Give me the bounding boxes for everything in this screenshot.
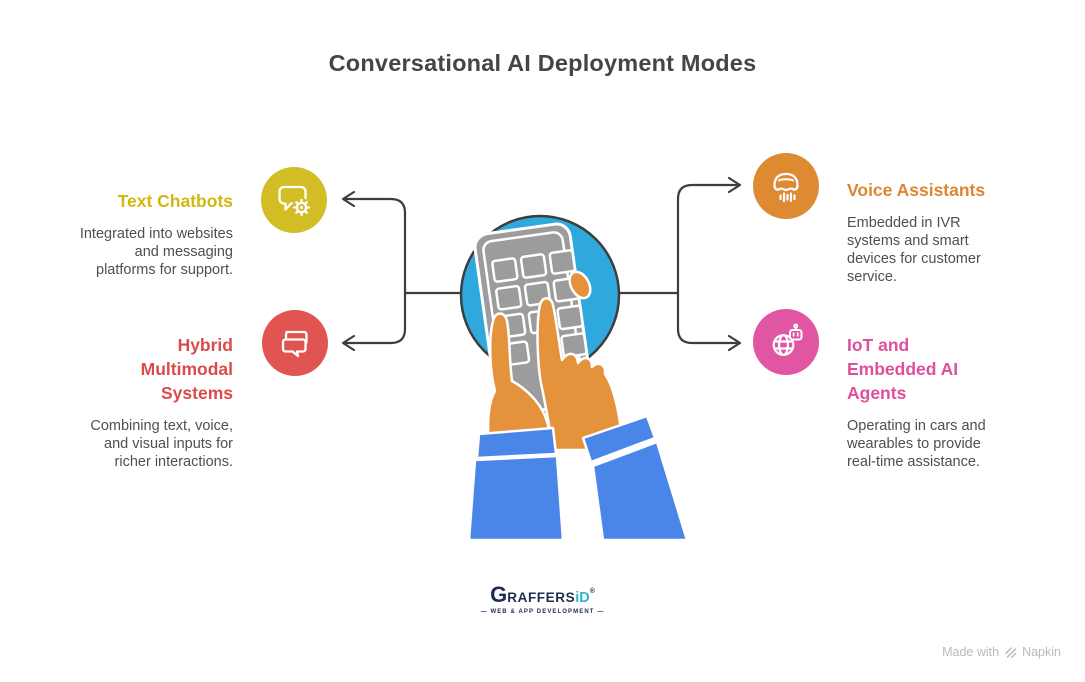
arrowhead-left-bottom [341,334,356,352]
hands-typing-on-phone-illustration [459,214,689,542]
item-text-chatbots: Text Chatbots Integrated into websites a… [20,189,233,279]
right-thumb [568,270,592,300]
overlapping-chat-bubbles-icon [262,310,328,376]
logo-tagline: — WEB & APP DEVELOPMENT — [480,609,605,615]
logo-text-id: iD [575,590,590,606]
logo-text-raffers: RAFFERS [507,590,576,605]
item-description: Integrated into websites and messaging p… [79,226,233,278]
item-iot-embedded-agents: IoT and Embedded AI Agents Operating in … [847,333,1027,471]
right-hand [536,297,625,452]
left-cuff [475,426,558,460]
globe-robot-icon [753,309,819,375]
left-hand [486,312,553,452]
registered-mark: ® [589,588,595,595]
made-with-napkin-credit[interactable]: Made with Napkin [942,645,1061,659]
item-heading: Voice Assistants [847,180,986,200]
item-heading: Hybrid Multimodal Systems [140,335,233,403]
arrowhead-right-bottom [727,334,742,352]
sleeves [467,414,689,542]
item-heading: IoT and Embedded AI Agents [847,335,959,403]
page-title: Conversational AI Deployment Modes [328,50,757,76]
right-cuff [581,414,657,464]
voice-soundwave-icon [753,153,819,219]
logo-letter-g: G [490,582,508,607]
hands [486,270,625,452]
napkin-logo-icon [1005,646,1017,658]
chat-bubble-gear-icon [261,167,327,233]
credit-prefix: Made with [942,645,1000,659]
item-heading: Text Chatbots [117,191,233,211]
credit-brand: Napkin [1022,645,1061,659]
arrowhead-left-top [341,190,356,208]
arrowhead-right-top [727,176,742,194]
left-sleeve [467,454,565,542]
item-description: Embedded in IVR systems and smart device… [847,215,981,285]
item-description: Combining text, voice, and visual inputs… [90,418,233,470]
graffersid-wordmark: GRAFFERSiD® [0,584,1085,606]
item-hybrid-multimodal: Hybrid Multimodal Systems Combining text… [20,333,233,471]
item-description: Operating in cars and wearables to provi… [847,418,986,470]
graffersid-logo: GRAFFERSiD® — WEB & APP DEVELOPMENT — [0,584,1085,616]
item-voice-assistants: Voice Assistants Embedded in IVR systems… [847,178,1022,286]
right-sleeve [591,440,689,542]
